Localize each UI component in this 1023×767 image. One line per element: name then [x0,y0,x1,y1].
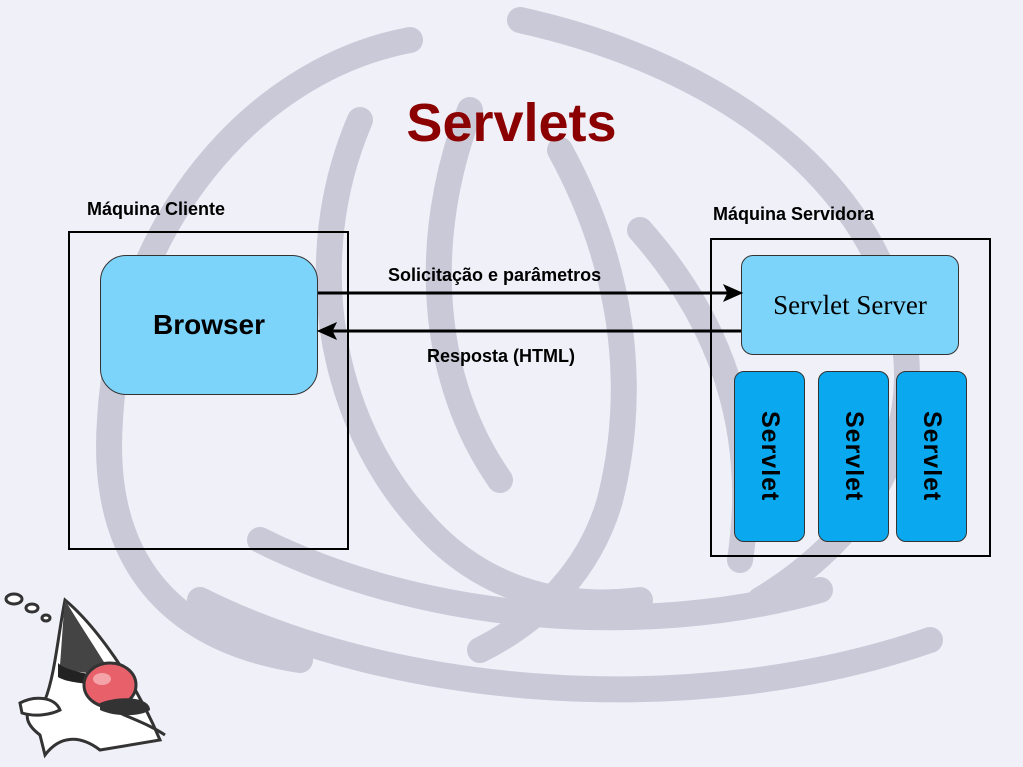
response-arrowhead [316,321,338,341]
servlet-label: Servlet [840,411,868,502]
thought-bubble-icon [4,592,52,623]
request-arrowhead [722,283,744,303]
browser-label: Browser [152,309,266,340]
servlet-node: Servlet [734,371,805,542]
servlet-server-label: Servlet Server [773,289,927,320]
request-label: Solicitação e parâmetros [388,265,602,285]
response-label: Resposta (HTML) [427,346,575,366]
servlet-node: Servlet [818,371,889,542]
duke-mascot-icon [4,592,166,759]
page-title: Servlets [406,93,617,153]
client-machine-label: Máquina Cliente [87,199,226,219]
servlet-node: Servlet [896,371,967,542]
servlet-server-node: Servlet Server [741,255,959,355]
browser-node: Browser [100,255,318,395]
servlet-label: Servlet [756,411,784,502]
server-machine-label: Máquina Servidora [713,204,875,224]
servlet-label: Servlet [918,411,946,502]
server-machine-frame [710,238,991,557]
client-machine-frame [68,231,349,550]
